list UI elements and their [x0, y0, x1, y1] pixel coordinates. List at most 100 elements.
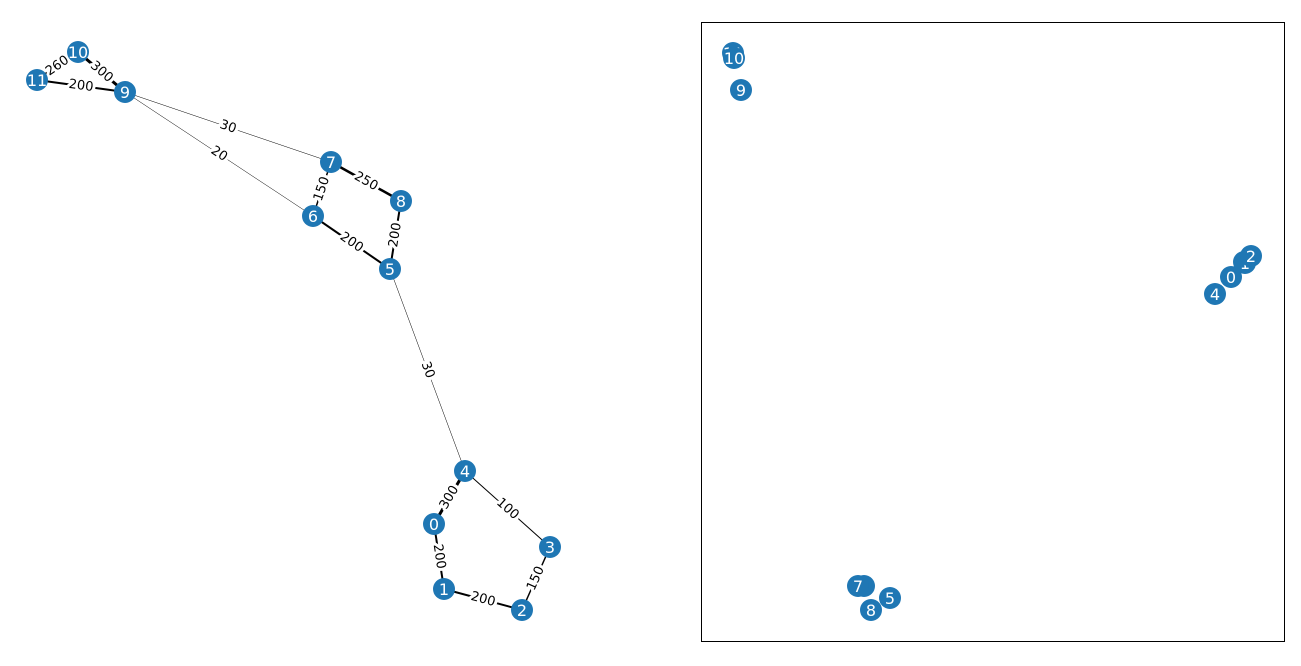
node-label: 2	[1246, 247, 1256, 266]
left-node-6: 6	[302, 205, 324, 227]
node-label: 2	[517, 601, 527, 620]
node-circle	[379, 258, 401, 280]
node-circle	[454, 460, 476, 482]
left-node-4: 4	[454, 460, 476, 482]
left-node-2: 2	[511, 599, 533, 621]
node-label: 0	[429, 515, 439, 534]
node-label: 5	[385, 260, 395, 279]
edge-weight-label: 250	[352, 169, 381, 194]
edge-weight-label: 30	[418, 360, 438, 381]
right-node-9: 9	[730, 79, 752, 101]
node-circle	[320, 151, 342, 173]
right-node-5: 5	[879, 587, 901, 609]
edge-7-8	[330, 160, 402, 203]
edge-weight-label: 200	[469, 589, 497, 610]
node-circle	[423, 513, 445, 535]
right-node-8: 8	[860, 599, 882, 621]
right-axes-frame	[701, 22, 1285, 642]
left-node-10: 10	[67, 41, 89, 63]
node-circle	[1220, 266, 1242, 288]
node-label: 8	[866, 601, 876, 620]
right-node-10: 10	[723, 47, 745, 69]
node-label: 1	[439, 580, 449, 599]
node-label: 7	[853, 577, 863, 596]
node-circle	[879, 587, 901, 609]
node-circle	[1240, 245, 1262, 267]
node-label: 9	[736, 81, 746, 100]
edge-label-6-7: 150	[308, 172, 336, 206]
left-node-7: 7	[320, 151, 342, 173]
right-node-2: 2	[1240, 245, 1262, 267]
node-circle	[390, 190, 412, 212]
edge-weight-label: 150	[311, 175, 333, 203]
edge-weight-label: 200	[430, 543, 449, 570]
node-circle	[511, 599, 533, 621]
edge-label-5-6: 200	[334, 226, 369, 258]
edge-4-5	[389, 268, 466, 472]
node-label: 0	[1226, 268, 1236, 287]
left-node-1: 1	[433, 578, 455, 600]
node-label: 9	[120, 83, 130, 102]
node-label: 8	[396, 192, 406, 211]
node-label: 10	[68, 43, 88, 62]
edge-label-3-4: 100	[490, 492, 525, 526]
edge-label-4-0: 300	[434, 480, 465, 515]
edge-2-3	[521, 546, 551, 611]
edge-weight-label: 150	[524, 564, 548, 593]
node-label: 10	[724, 49, 744, 68]
node-circle	[67, 41, 89, 63]
node-circle	[860, 599, 882, 621]
node-circle	[539, 536, 561, 558]
edge-weight-label: 200	[386, 222, 405, 249]
edge-7-9	[124, 91, 332, 163]
edge-label-2-3: 150	[521, 561, 551, 596]
edge-3-4	[464, 470, 551, 548]
right-nodes: 40312911108567	[722, 42, 1262, 621]
right-node-4: 4	[1204, 283, 1226, 305]
edge-label-9-11: 200	[65, 74, 98, 98]
node-label: 4	[460, 462, 470, 481]
edge-1-2	[443, 588, 523, 611]
node-circle	[730, 79, 752, 101]
node-label: 11	[27, 71, 47, 90]
edge-weight-label: 30	[218, 117, 238, 137]
right-graph-panel: 40312911108567	[701, 22, 1285, 642]
left-node-8: 8	[390, 190, 412, 212]
edge-label-4-5: 30	[415, 357, 441, 384]
edge-weight-label: 300	[437, 483, 462, 512]
node-label: 7	[326, 153, 336, 172]
node-circle	[433, 578, 455, 600]
edge-weight-label: 100	[493, 495, 522, 523]
edge-label-6-9: 20	[205, 140, 233, 168]
edge-weight-label: 20	[208, 143, 230, 165]
node-label: 4	[1210, 285, 1220, 304]
edge-9-11	[36, 79, 126, 93]
node-circle	[26, 69, 48, 91]
edge-label-7-9: 30	[215, 114, 241, 140]
edge-6-9	[124, 91, 314, 217]
node-circle	[723, 47, 745, 69]
edge-label-1-2: 200	[466, 586, 500, 613]
node-circle	[847, 575, 869, 597]
edge-5-6	[312, 215, 391, 270]
node-label: 5	[885, 589, 895, 608]
left-nodes: 0 1 2 3 4 5 6 7 8 9 10 11	[26, 41, 561, 621]
left-node-11: 11	[26, 69, 48, 91]
edge-label-8-5: 200	[383, 219, 408, 252]
node-circle	[1204, 283, 1226, 305]
left-node-0: 0	[423, 513, 445, 535]
edge-label-0-1: 200	[427, 540, 452, 573]
edge-weight-label: 200	[68, 77, 95, 95]
edge-8-5	[389, 200, 402, 270]
left-node-9: 9	[114, 81, 136, 103]
left-node-5: 5	[379, 258, 401, 280]
right-node-7: 7	[847, 575, 869, 597]
node-label: 3	[545, 538, 555, 557]
right-node-0: 0	[1220, 266, 1242, 288]
node-circle	[114, 81, 136, 103]
left-node-3: 3	[539, 536, 561, 558]
edge-label-7-8: 250	[349, 166, 384, 197]
